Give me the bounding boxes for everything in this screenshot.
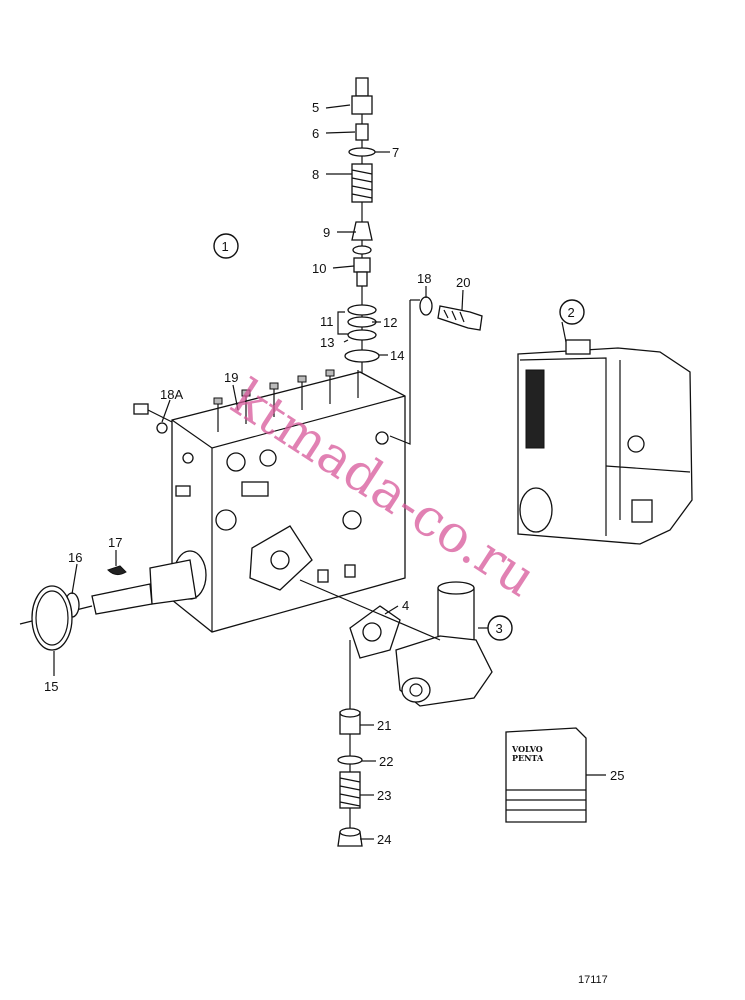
callout-2: 2: [559, 299, 585, 325]
label-11: 11: [320, 314, 334, 329]
governor-housing: [517, 339, 693, 545]
callout-1: 1: [213, 233, 239, 259]
label-8: 8: [312, 167, 319, 182]
delivery-valve-stack: [344, 77, 380, 380]
label-2: 2: [568, 305, 575, 320]
leader-lines: [53, 104, 606, 840]
label-6: 6: [312, 126, 319, 141]
label-10: 10: [312, 261, 326, 276]
label-23: 23: [377, 788, 391, 803]
book-brand-line-1: VOLVO: [511, 744, 543, 754]
lower-valve-stack: [337, 640, 363, 847]
label-19: 19: [224, 370, 238, 385]
label-9: 9: [323, 225, 330, 240]
part-labels: 5 6 7 8 9 10 11 12 13 14 19 18A 18 20 17…: [44, 100, 624, 847]
label-13: 13: [320, 335, 334, 350]
figure-number: 17117: [578, 974, 608, 986]
label-18: 18: [417, 271, 431, 286]
label-21: 21: [377, 718, 391, 733]
manual-book: VOLVO PENTA: [505, 727, 587, 823]
label-12: 12: [383, 315, 397, 330]
injection-pump-housing: [171, 369, 406, 633]
feed-pump: [299, 579, 493, 707]
label-25: 25: [610, 768, 624, 783]
label-14: 14: [390, 348, 404, 363]
banjo-bolt-18-20: [389, 289, 483, 445]
book-brand-line-2: PENTA: [512, 753, 544, 763]
label-24: 24: [377, 832, 391, 847]
camshaft-end: [19, 559, 197, 651]
label-16: 16: [68, 550, 82, 565]
label-15: 15: [44, 679, 58, 694]
label-4: 4: [402, 598, 409, 613]
label-7: 7: [392, 145, 399, 160]
label-17: 17: [108, 535, 122, 550]
bolt-18a: [133, 403, 173, 434]
label-3: 3: [496, 621, 503, 636]
callout-3: 3: [487, 615, 513, 641]
label-1: 1: [222, 239, 229, 254]
label-18a: 18A: [160, 387, 183, 402]
label-20: 20: [456, 275, 470, 290]
label-5: 5: [312, 100, 319, 115]
label-22: 22: [379, 754, 393, 769]
